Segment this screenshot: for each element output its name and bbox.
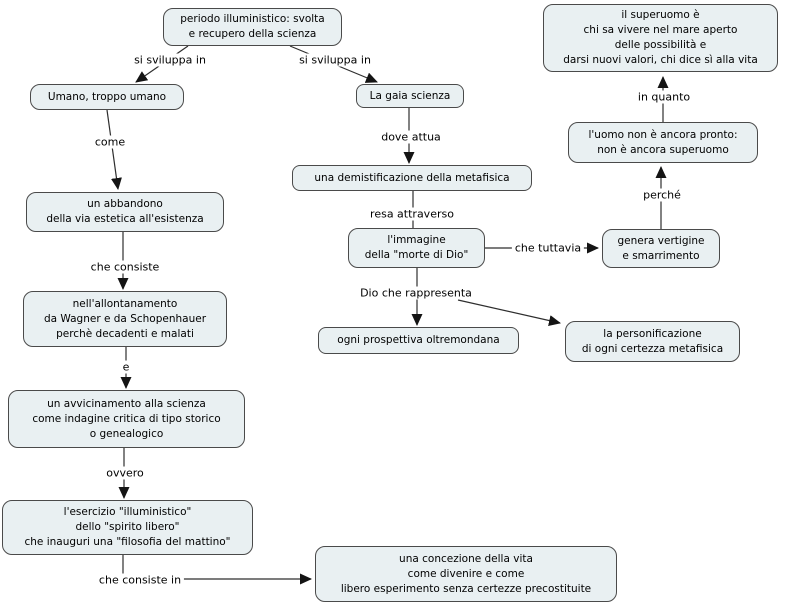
link-label-dove-attua[interactable]: dove attua	[378, 130, 444, 144]
link-label-si-sviluppa-in-left[interactable]: si sviluppa in	[131, 53, 209, 67]
link-label-si-sviluppa-in-right[interactable]: si sviluppa in	[296, 53, 374, 67]
link-label-e[interactable]: e	[119, 360, 133, 374]
node-umano-troppo-umano[interactable]: Umano, troppo umano	[30, 84, 184, 110]
node-genera-vertigine[interactable]: genera vertigine e smarrimento	[602, 229, 720, 268]
link-label-che-consiste-in[interactable]: che consiste in	[95, 573, 185, 587]
link-label-che-consiste[interactable]: che consiste	[87, 260, 163, 274]
node-concezione-vita[interactable]: una concezione della vita come divenire …	[315, 546, 617, 602]
link-label-perche[interactable]: perché	[640, 188, 684, 202]
edge-umano-abbandono	[106, 109, 122, 190]
node-periodo-illuministico[interactable]: periodo illuministico: svolta e recupero…	[163, 8, 342, 46]
node-abbandono-via-estetica[interactable]: un abbandono della via estetica all'esis…	[26, 192, 224, 232]
link-label-che-tuttavia[interactable]: che tuttavia	[511, 241, 585, 255]
node-personificazione-certezza[interactable]: la personificazione di ogni certezza met…	[565, 321, 740, 362]
link-label-dio-che-rappresenta[interactable]: Dio che rappresenta	[357, 286, 475, 300]
node-immagine-morte-di-dio[interactable]: l'immagine della "morte di Dio"	[348, 228, 485, 268]
node-gaia-scienza[interactable]: La gaia scienza	[356, 84, 464, 108]
link-label-come[interactable]: come	[91, 135, 129, 149]
link-label-resa-attraverso[interactable]: resa attraverso	[367, 207, 457, 221]
node-avvicinamento-scienza[interactable]: un avvicinamento alla scienza come indag…	[8, 390, 245, 448]
link-label-in-quanto[interactable]: in quanto	[634, 90, 694, 104]
link-label-ovvero[interactable]: ovvero	[103, 466, 147, 480]
node-esercizio-illuministico[interactable]: l'esercizio "illuministico" dello "spiri…	[2, 500, 253, 555]
node-allontanamento-wagner[interactable]: nell'allontanamento da Wagner e da Schop…	[23, 291, 227, 347]
node-superuomo[interactable]: il superuomo è chi sa vivere nel mare ap…	[543, 4, 778, 72]
node-demistificazione-metafisica[interactable]: una demistificazione della metafisica	[292, 165, 532, 191]
node-uomo-non-pronto[interactable]: l'uomo non è ancora pronto: non è ancora…	[568, 122, 758, 163]
node-prospettiva-oltremondana[interactable]: ogni prospettiva oltremondana	[318, 327, 519, 354]
edge-immagine-personificazione	[457, 299, 561, 326]
